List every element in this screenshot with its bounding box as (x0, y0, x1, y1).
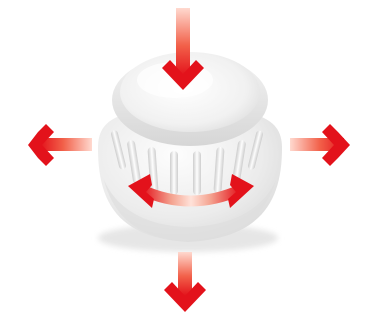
tilt-left-arrow-shaft (40, 138, 92, 151)
push-down-arrow-shaft (176, 8, 190, 76)
tilt-down-arrow (164, 252, 206, 312)
tilt-left-arrow (28, 124, 92, 166)
tilt-right-arrow (290, 124, 350, 166)
tilt-down-arrow-shaft (178, 252, 192, 296)
